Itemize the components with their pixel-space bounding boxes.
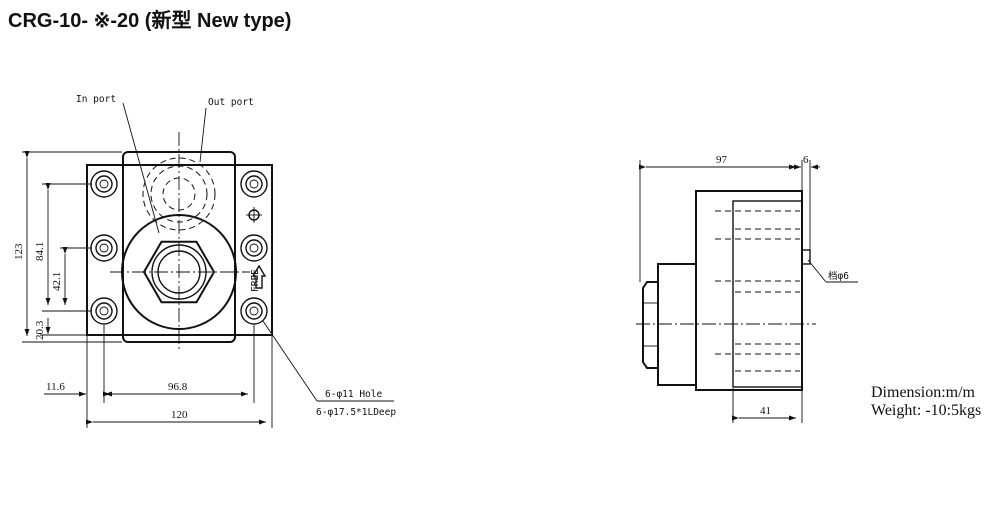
side-view: 97 6 41 档φ6 [636,154,858,423]
dim-11-6: 11.6 [44,325,112,428]
svg-text:84.1: 84.1 [34,242,46,261]
bolt-hole-mid-left [90,234,118,262]
dimension-unit: Dimension:m/m [871,384,975,401]
page-title: CRG-10- ※-20 (新型 New type) [8,10,292,32]
target-symbol [246,207,262,223]
dim-120: 120 [86,336,273,428]
hole-note-1: 6-φ11 Hole [325,389,382,400]
svg-text:96.8: 96.8 [168,381,188,393]
side-main-body [695,190,803,391]
dim-84-1: 84.1 [34,183,92,312]
dim-6: 6 [793,154,820,250]
hole-note-2: 6-φ17.5*1LDeep [316,407,396,418]
free-flow-arrow: FREE [250,264,267,292]
dim-41: 41 [732,388,803,423]
svg-text:120: 120 [171,409,188,421]
svg-text:20.3: 20.3 [34,320,46,340]
pin-label: 档φ6 [828,270,849,282]
side-flange [732,200,803,388]
in-port-label: In port [76,94,116,105]
svg-text:42.1: 42.1 [51,272,63,291]
svg-text:6: 6 [803,154,809,166]
bolt-hole-bottom-right [240,297,268,325]
hole-note: 6-φ11 Hole 6-φ17.5*1LDeep [262,320,396,418]
free-label: FREE [250,269,261,292]
svg-text:11.6: 11.6 [46,381,65,393]
dim-96-8: 96.8 [103,325,255,403]
weight-spec: Weight: -10:5kgs [871,402,982,419]
dim-123: 123 [13,151,122,343]
base-plate [86,164,273,336]
svg-text:97: 97 [716,154,728,166]
side-hub [657,263,697,386]
svg-text:123: 123 [13,243,25,260]
dim-42-1: 42.1 [51,247,92,305]
pin-note: 档φ6 [807,259,858,283]
svg-text:41: 41 [760,405,771,417]
bolt-hole-top-right [240,170,268,198]
dim-97: 97 [639,154,803,282]
side-nut [642,281,659,369]
bolt-hole-mid-right [240,234,268,262]
side-pin [801,249,811,265]
out-port-label: Out port [208,97,254,108]
bolt-hole-top-left [90,170,118,198]
dim-20-3: 20.3 [34,318,86,340]
bolt-hole-bottom-left [90,297,118,325]
front-view: FREE In port Out port 123 84.1 42.1 [13,94,396,428]
